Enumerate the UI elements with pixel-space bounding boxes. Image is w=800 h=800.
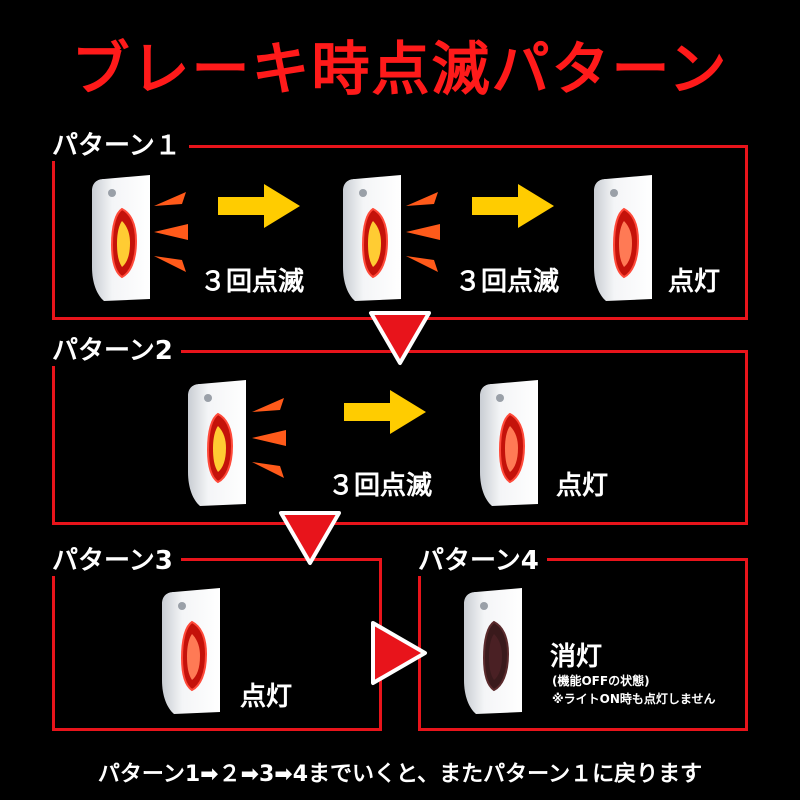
lamp-5-lit (480, 380, 538, 506)
flash-marks-2 (406, 192, 440, 272)
lamp-1-lit (88, 175, 150, 301)
lamp-4-lit (184, 380, 246, 506)
lamp-6-lit (162, 588, 220, 714)
footer-note: パターン1➡２➡3➡4までいくと、またパターン１に戻ります (97, 762, 703, 787)
pattern-1-caption-1: ３回点滅 (200, 267, 305, 297)
pattern-2-caption-1: ３回点滅 (328, 471, 433, 501)
pattern-4-caption-1: 消灯 (550, 642, 603, 672)
page-title: ブレーキ時点滅パターン (71, 35, 729, 103)
pattern-4-frame (418, 558, 748, 731)
arrow-right-icon (218, 184, 300, 228)
arrow-right-icon (472, 184, 554, 228)
pattern-4-note-2: ※ライトON時も点灯しません (552, 692, 716, 706)
pattern-1-caption-2: ３回点滅 (455, 267, 560, 297)
lamp-2-lit (339, 175, 401, 301)
triangle-right-icon (371, 621, 427, 685)
flash-marks-1 (154, 192, 188, 272)
triangle-down-icon (369, 311, 431, 365)
pattern-3-label: パターン3 (48, 546, 181, 576)
pattern-1-caption-3: 点灯 (668, 267, 721, 297)
pattern-1-label: パターン１ (48, 131, 189, 161)
lamp-3-lit (594, 175, 652, 301)
pattern-4-label: パターン4 (414, 546, 547, 576)
pattern-4-note-1: (機能OFFの状態) (552, 674, 650, 688)
pattern-3-caption-1: 点灯 (240, 682, 293, 712)
pattern-2-caption-2: 点灯 (556, 471, 609, 501)
pattern-2-label: パターン2 (48, 336, 181, 366)
flash-marks-3 (252, 398, 286, 478)
triangle-down-icon (279, 511, 341, 565)
lamp-7-off (464, 588, 522, 714)
arrow-right-icon (344, 390, 426, 434)
